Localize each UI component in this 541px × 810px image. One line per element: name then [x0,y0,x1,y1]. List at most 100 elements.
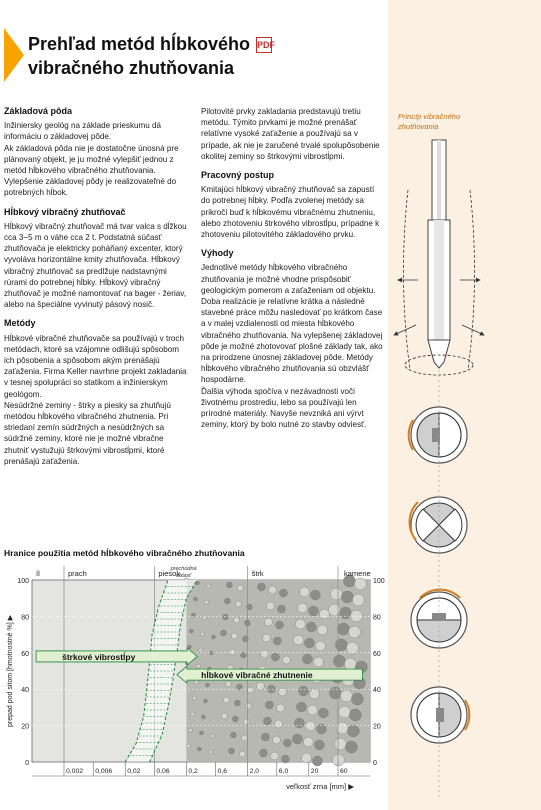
y-tick-label-left: 100 [17,578,29,585]
gravel-texture [306,621,317,633]
gravel-texture [294,717,305,729]
section-heading: Metódy [4,318,36,329]
sidebar-panel [388,0,541,810]
gravel-texture [230,731,237,739]
gravel-texture [211,634,216,640]
paragraph: Ďalšia výhoda spočíva v nezávadnosti voč… [201,386,367,430]
x-tick-label: 0,2 [188,768,198,775]
gravel-texture [313,656,324,668]
gravel-texture [188,727,193,733]
gravel-texture [352,593,365,607]
x-tick-label: 2,0 [250,768,260,775]
cross-section-3 [410,588,468,649]
gravel-texture [262,633,271,643]
gravel-texture [221,712,228,720]
gravel-texture [346,641,359,655]
gravel-texture [307,704,318,716]
gravel-texture [186,743,191,749]
gravel-texture [312,755,323,767]
gravel-texture [259,748,268,758]
y-zero-right: 0 [373,760,377,767]
gravel-texture [260,649,269,659]
gravel-texture [337,622,350,636]
gravel-texture [236,683,243,691]
vibration-arrows [393,189,485,376]
y-axis-label: prepad pod sitom [hmotnostné %] ▶ [7,614,14,727]
gravel-texture [245,702,252,710]
gravel-texture [200,631,205,637]
vibrator-diagram [393,139,485,800]
gravel-texture [351,692,364,706]
gravel-texture [222,613,229,621]
x-tick-label: 20 [311,768,319,775]
gravel-texture [354,577,367,591]
gravel-texture [194,679,199,685]
section-heading: Výhody [201,248,234,259]
x-tick-label: 0,002 [66,768,83,775]
gravel-texture [339,606,352,620]
gravel-texture [229,648,236,656]
gravel-texture [279,588,288,598]
gravel-texture [242,635,249,643]
cross-section-4 [410,686,471,744]
x-tick-label: 0,6 [218,768,228,775]
diagram-caption: Princíp vibračného zhutňovania [398,112,461,131]
gravel-texture [203,698,208,704]
gravel-texture [317,624,328,636]
gravel-texture [197,746,202,752]
gravel-texture [348,625,361,639]
gravel-texture [271,652,280,662]
gravel-texture [190,711,195,717]
gravel-texture [206,583,211,589]
paragraph: Inžiniersky geológ na základe prieskumu … [4,121,162,142]
x-axis-label: veľkosť zrna [mm] ▶ [286,782,355,791]
gravel-texture [261,732,270,742]
y-tick-label-left: 40 [21,687,29,694]
soil-band-label: prach [68,569,87,578]
vibrator-shaft [427,139,451,369]
gravel-texture [191,612,196,618]
x-tick-label: 0,06 [156,768,169,775]
gravel-texture [276,703,285,713]
gravel-texture [223,696,230,704]
gravel-texture [298,685,309,697]
gravel-texture [233,616,240,624]
y-tick-label-right: 20 [373,724,381,731]
gravel-texture [315,640,326,652]
gravel-texture [225,680,232,688]
gravel-texture [328,603,341,617]
gravel-texture [189,628,194,634]
soil-band-label: íl [36,569,40,578]
gravel-texture [257,582,266,592]
gravel-texture [319,608,330,620]
gravel-texture [198,647,203,653]
y-tick-label-left: 80 [21,614,29,621]
x-tick-label: 60 [340,768,348,775]
pdf-icon[interactable]: PDF [255,37,275,53]
gravel-texture [192,695,197,701]
gravel-texture [273,636,282,646]
y-tick-label-right: 100 [373,578,385,585]
gravel-texture [243,718,250,726]
gravel-texture [210,733,215,739]
gravel-texture [187,644,192,650]
gravel-texture [208,749,213,755]
transition-label: oblasť [176,573,192,579]
gravel-texture [193,596,198,602]
gravel-texture [282,655,291,665]
gravel-texture [239,750,246,758]
gravel-texture [199,730,204,736]
paragraph: Hĺbkové vibračné zhutňovače sa používajú… [4,333,187,399]
x-tick-label: 0,02 [127,768,140,775]
title-line-1: Prehľad metód hĺbkového [28,34,250,54]
gravel-texture [226,581,233,589]
gravel-texture [293,634,304,646]
gravel-texture [299,586,310,598]
gravel-texture [316,723,327,735]
paragraph: Hĺbkový vibračný zhutňovač má tvar valca… [4,221,187,310]
gravel-texture [278,687,287,697]
paragraph: Kmitajúci hĺbkový vibračný zhutňovač sa … [201,185,380,240]
method-arrow-label: hĺbkové vibračné zhutnenie [201,669,313,680]
